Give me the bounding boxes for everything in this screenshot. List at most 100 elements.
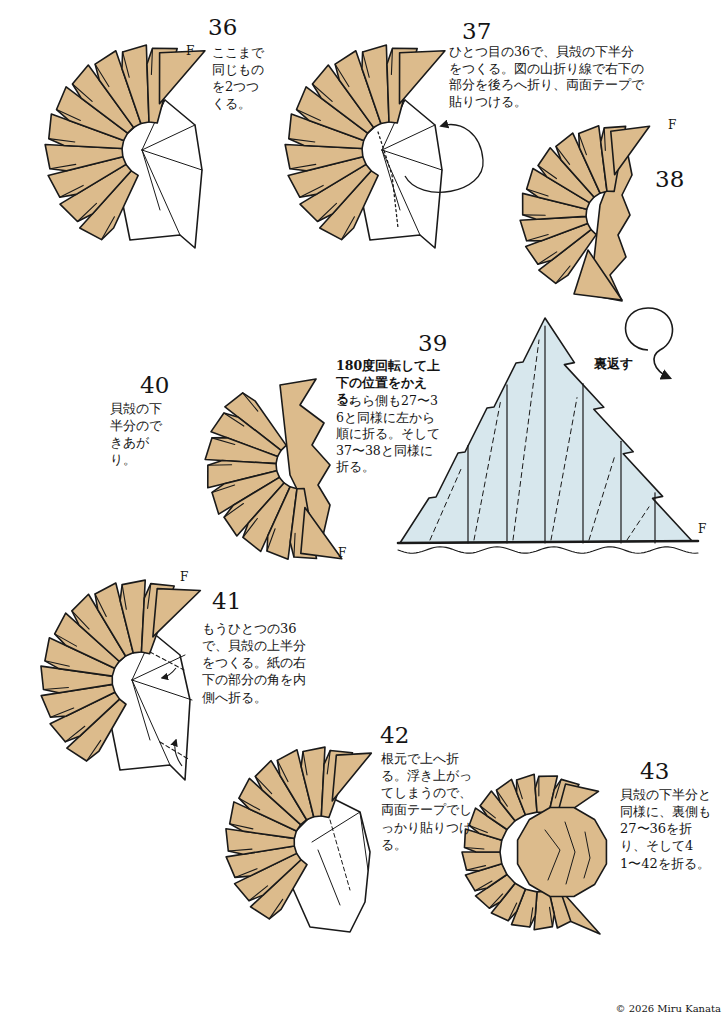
step-number: 42	[380, 720, 409, 750]
shell-tail	[574, 250, 622, 300]
crease-line	[382, 150, 400, 210]
step-number: 41	[212, 586, 241, 616]
valley-fold-line	[513, 340, 539, 540]
pleat-line	[620, 441, 621, 543]
pleat-edge	[239, 798, 260, 810]
shading-line	[584, 832, 590, 878]
pleat-edge	[122, 585, 126, 610]
valley-fold-line	[474, 399, 501, 540]
shell-horn	[400, 51, 445, 104]
shading-line	[565, 822, 575, 884]
valley-fold-line	[589, 455, 615, 540]
pleat-edge	[65, 726, 85, 742]
pleat-edge	[72, 611, 89, 629]
pleat-edge	[57, 110, 81, 121]
pleat-edge	[50, 708, 73, 717]
instruction-text: こちら側も27〜36と同様に左から順に折る。そして37〜38と同様に折る。	[336, 393, 442, 476]
pleated-fan	[45, 45, 205, 240]
pleat	[362, 45, 389, 123]
pleated-fan	[41, 580, 200, 761]
paper-mark: F	[698, 522, 706, 538]
pleat-edge	[317, 203, 336, 221]
crease-line	[132, 655, 185, 680]
crease-line	[142, 150, 180, 235]
pleat-edge	[555, 779, 561, 798]
pleat	[122, 45, 149, 123]
pleat-edge	[480, 806, 495, 818]
step-number: 36	[208, 12, 237, 42]
pleat	[517, 774, 537, 815]
pleat-edge	[496, 790, 507, 806]
pleat-edge	[604, 128, 605, 150]
pleat-edge	[50, 164, 76, 168]
pleat-edge	[342, 217, 355, 240]
turn-arrow	[405, 125, 483, 193]
pleated-fan	[226, 747, 371, 919]
pleat-edge	[517, 780, 523, 799]
step-number: 43	[640, 756, 669, 786]
pleat-edge	[527, 189, 548, 196]
instruction-text: ひとつ目の36で、貝殻の下半分をつくる。図の山折り線で右下の部分を後ろへ折り、両…	[449, 44, 645, 110]
shell-horn	[332, 753, 371, 801]
paper-mark: F	[668, 118, 676, 134]
crease-line	[142, 125, 195, 150]
pleat-edge	[87, 740, 101, 761]
pleat-edge	[335, 64, 349, 86]
step-40-figure	[205, 379, 342, 559]
pleat-edge	[243, 518, 257, 537]
instruction-text: もうひとつの36で、貝殻の上半分をつくる。紙の右下の部分の角を内側へ折る。	[202, 620, 310, 706]
step-number: 37	[462, 16, 491, 46]
copyright: © 2026 Miru Kanata	[616, 1002, 721, 1015]
pleat-edge	[55, 634, 77, 646]
shell-horn	[301, 507, 342, 558]
pleat-edge	[267, 529, 275, 551]
pleat-edge	[391, 48, 392, 74]
step-41-figure	[41, 580, 200, 780]
pleat	[520, 216, 587, 241]
pleat-edge	[60, 185, 83, 197]
pleat-edge	[249, 886, 268, 901]
pleat-edge	[538, 165, 556, 178]
pleat-edge	[289, 139, 315, 142]
step-39-figure	[398, 308, 698, 553]
pleat-edge	[230, 824, 253, 829]
pleat-edge	[228, 849, 252, 851]
step-43-figure	[462, 774, 606, 934]
instruction-text: 貝殻の下半分のできあがり。	[110, 400, 166, 469]
step-37-figure	[285, 45, 483, 248]
pleat-edge	[466, 866, 485, 870]
shell-horn	[153, 589, 201, 637]
pleat-edge	[277, 760, 288, 781]
pleat-edge	[475, 881, 492, 891]
pleat-edge	[151, 48, 152, 74]
valley-fold-line	[627, 507, 649, 540]
crease-line	[142, 150, 160, 210]
pleat-edge	[95, 64, 109, 86]
pleat-edge	[294, 533, 295, 557]
pleat-line	[544, 326, 545, 543]
pleat-edge	[527, 234, 549, 240]
pleat-edge	[312, 84, 332, 101]
crease-line	[318, 850, 340, 905]
pleat-edge	[208, 464, 232, 466]
pleat-line	[582, 384, 583, 543]
instruction-text: ここまで同じものを2つつくる。	[212, 44, 270, 113]
paper-mark: F	[338, 546, 346, 562]
pleat-edge	[123, 52, 130, 77]
pleated-triangle	[400, 318, 692, 543]
pleat-edge	[77, 203, 96, 221]
paper-mark: F	[180, 570, 188, 586]
shell-disc	[518, 808, 607, 897]
crease-line	[382, 125, 435, 150]
shading-line	[545, 830, 560, 880]
pleat-edge	[243, 393, 258, 411]
shell-horn	[611, 126, 650, 175]
pleat-edge	[45, 661, 69, 666]
step-36-figure	[45, 45, 205, 248]
pleat-edge	[49, 139, 75, 142]
pleat-edge	[508, 903, 517, 921]
pleat-line	[654, 493, 655, 543]
pleat-edge	[556, 266, 570, 283]
flip-label: 裏返す	[594, 356, 633, 373]
